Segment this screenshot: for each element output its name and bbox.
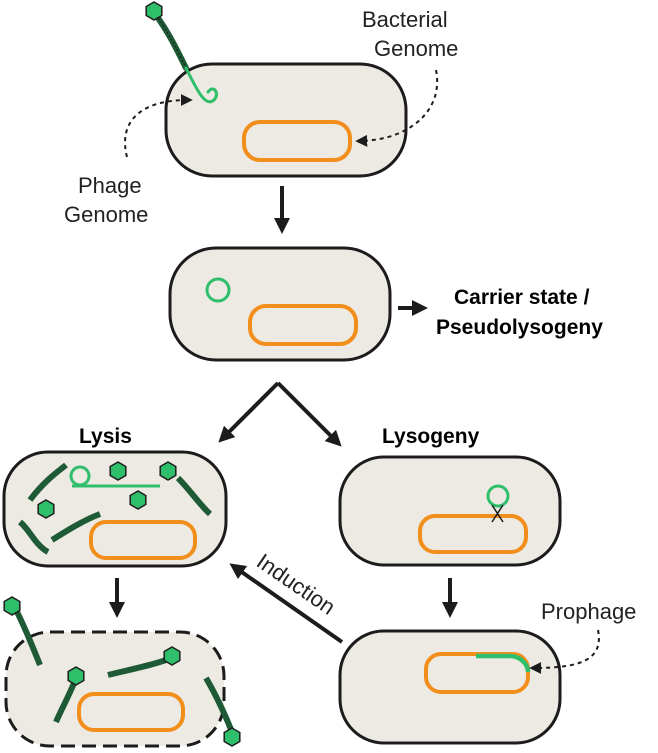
cell-prophage	[338, 629, 562, 745]
arrow-induction	[229, 563, 344, 644]
label-phage-genome-1: Phage	[78, 173, 142, 198]
phage-dna	[184, 66, 218, 104]
phage-tail	[203, 676, 235, 734]
label-carrier-state: Carrier state /	[454, 286, 590, 309]
bacterial-genome	[248, 304, 358, 346]
phage-head-icon	[109, 461, 127, 481]
arrow-to-lysogeny	[276, 381, 342, 447]
label-lysogeny: Lysogeny	[382, 425, 480, 448]
phage-head-icon	[129, 490, 147, 510]
phage-tail	[175, 475, 213, 517]
integration-crossover-icon	[491, 504, 504, 523]
bacterial-genome	[242, 120, 352, 162]
phage-tail	[17, 519, 50, 555]
bacterial-genome	[418, 514, 528, 554]
label-lysis: Lysis	[79, 425, 132, 448]
pointer-prophage	[529, 629, 600, 674]
cell-membrane	[338, 455, 562, 567]
bacterial-genome	[89, 520, 197, 560]
cell-burst	[3, 596, 241, 748]
circular-phage-dna	[486, 484, 510, 508]
phage-tail	[50, 511, 102, 543]
circular-phage-dna	[205, 277, 231, 303]
pointer-phage-genome	[124, 94, 193, 158]
cell-infection	[145, 1, 408, 178]
phage-head-icon	[145, 1, 163, 21]
label-prophage: Prophage	[541, 599, 636, 624]
arrow-to-lysis	[218, 381, 280, 443]
label-pseudolysogeny: Pseudolysogeny	[436, 316, 603, 339]
phage-head-icon	[163, 646, 181, 666]
phage-tail	[27, 462, 68, 502]
label-bacterial-genome-2: Genome	[374, 36, 458, 61]
cell-membrane	[338, 629, 562, 745]
cell-lysogeny	[338, 455, 562, 567]
label-bacterial-genome-1: Bacterial	[362, 7, 448, 32]
phage-head-icon	[37, 499, 55, 519]
phage-tail	[13, 608, 43, 667]
cell-lysis	[2, 450, 228, 568]
prophage-dna	[476, 653, 531, 673]
phage-head-icon	[223, 727, 241, 747]
phage-head-icon	[67, 666, 85, 686]
bacterial-genome	[77, 692, 185, 732]
label-phage-genome-2: Genome	[64, 202, 148, 227]
cell-circularized	[168, 246, 392, 362]
phage-head-icon	[159, 461, 177, 481]
phage-head-icon	[3, 596, 21, 616]
